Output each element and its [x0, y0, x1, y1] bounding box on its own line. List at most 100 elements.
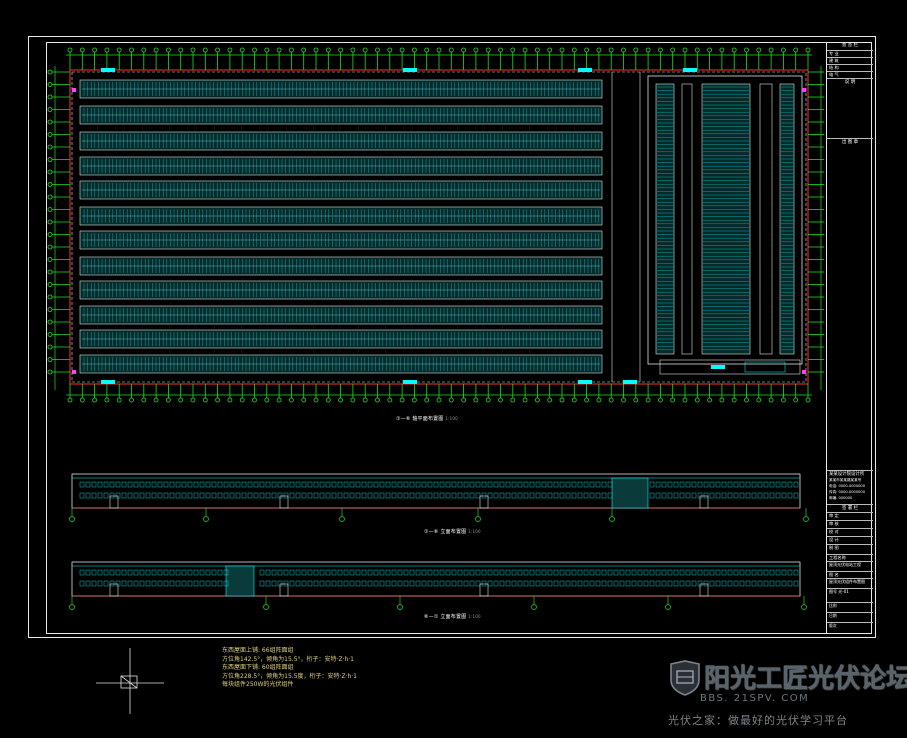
grid-bubble	[47, 182, 53, 187]
corridor	[681, 83, 693, 355]
plan-caption-text: ①—⑥ 轴平面布置图	[396, 416, 444, 422]
grid-bubble	[141, 397, 147, 403]
grid-bubble	[571, 47, 577, 53]
grid-bubble	[682, 397, 688, 403]
elevation-door	[699, 583, 709, 597]
axis-bubble	[665, 604, 671, 610]
tb-drawing-name: 屋顶光伏组件布置图	[827, 578, 873, 588]
grid-bubble	[805, 397, 811, 403]
grid-bubble	[165, 397, 171, 403]
grid-bubble	[190, 47, 196, 53]
grid-bubble	[670, 47, 676, 53]
grid-bubble	[92, 47, 97, 53]
grid-bubble	[227, 397, 233, 403]
grid-bubble	[473, 397, 479, 403]
tb-row-label: 专 业	[827, 50, 873, 57]
grid-bubble	[424, 47, 430, 53]
elevation-1-caption: ①—⑥ 立面布置图 1:100	[424, 528, 481, 535]
tb-sign-row: 审 核	[827, 520, 873, 528]
watermark-slogan: 光伏之家：做最好的光伏学习平台	[668, 714, 848, 727]
grid-bubble	[178, 397, 184, 403]
tb-sign-row: 设 计	[827, 536, 873, 544]
grid-bubble	[338, 397, 344, 403]
grid-bubble	[719, 47, 725, 53]
grid-bubble	[694, 47, 700, 53]
corner-marker	[802, 88, 806, 92]
grid-bubble	[633, 397, 639, 403]
note-line: 方位角142.5°，倾角为15.5°，桁子：安特·Z·h·1	[222, 655, 354, 663]
grid-bubble	[288, 397, 294, 403]
grid-bubble	[399, 47, 405, 53]
grid-bubble	[510, 397, 516, 403]
grid-bubble	[202, 47, 208, 53]
grid-bubble	[793, 47, 799, 53]
grid-bubble	[584, 47, 589, 53]
grid-bubble	[104, 47, 110, 53]
note-line: 东西屋面下铺: 60组阵面组	[222, 664, 294, 672]
grid-bubble	[325, 397, 331, 403]
grid-bubble	[350, 47, 356, 53]
elevation-door	[109, 495, 119, 509]
grid-bubble	[47, 357, 53, 362]
grid-bubble	[47, 132, 53, 137]
grid-bubble	[485, 397, 491, 403]
grid-bubble	[485, 47, 491, 53]
grid-bubble	[547, 47, 553, 53]
grid-bubble	[645, 397, 651, 403]
grid-bubble	[47, 332, 53, 337]
grid-bubble	[658, 47, 663, 53]
roof-marker	[578, 380, 592, 384]
grid-bubble	[47, 344, 53, 350]
grid-bubble	[781, 47, 786, 53]
grid-bubble	[621, 47, 626, 53]
grid-bubble	[301, 47, 307, 53]
grid-bubble	[559, 47, 565, 53]
grid-bubble	[239, 397, 245, 403]
axis-bubble	[475, 516, 481, 522]
tb-address: 电话: 0000-0000000	[829, 484, 865, 488]
grid-bubble	[47, 144, 53, 150]
elevation-door	[699, 495, 709, 509]
grid-bubble	[608, 397, 614, 403]
grid-bubble	[116, 47, 122, 53]
grid-bubble	[239, 47, 245, 53]
axis-bubble	[397, 604, 403, 610]
grid-bubble	[411, 397, 417, 403]
tb-row-label: 建 筑	[827, 57, 873, 64]
grid-bubble	[547, 397, 553, 403]
watermark-shield-icon	[670, 660, 700, 696]
grid-bubble	[522, 397, 528, 403]
grid-bubble	[682, 47, 688, 53]
elevation-2-caption: ⑥—① 立面布置图 1:100	[424, 613, 481, 620]
tb-project-name: 屋顶光伏电站工程	[827, 561, 873, 571]
note-line: 方位角228.5°，倾角为15.5度，桁子：安特·Z·h·1	[222, 672, 357, 680]
tb-sign-head: 签 署 栏	[827, 504, 873, 512]
elevation-1-caption-text: ①—⑥ 立面布置图	[424, 529, 467, 535]
grid-bubble	[264, 47, 270, 53]
tb-address: 传真: 0000-0000000	[829, 490, 865, 494]
grid-bubble	[707, 397, 712, 403]
watermark-title: 阳光工匠光伏论坛	[704, 664, 907, 694]
tb-footer-cell: 比例	[827, 602, 873, 612]
grid-bubble	[731, 47, 737, 53]
grid-bubble	[202, 397, 208, 403]
grid-bubble	[744, 47, 749, 53]
tb-sign-row: 校 对	[827, 528, 873, 536]
roof-marker	[101, 380, 115, 384]
tb-address: 某某市某某路某某号	[829, 478, 862, 482]
grid-bubble	[424, 397, 430, 403]
grid-bubble	[510, 47, 516, 53]
grid-bubble	[719, 397, 725, 403]
grid-bubble	[670, 397, 676, 403]
grid-bubble	[399, 397, 405, 403]
axis-bubble	[801, 604, 807, 610]
grid-bubble	[596, 397, 602, 403]
pv-array-column	[779, 83, 795, 355]
grid-bubble	[756, 47, 762, 53]
tb-address: 邮编: 000000	[829, 496, 853, 500]
grid-bubble	[116, 397, 122, 403]
ucs-axis-icon	[96, 648, 164, 714]
grid-bubble	[190, 397, 196, 403]
grid-bubble	[584, 397, 589, 403]
